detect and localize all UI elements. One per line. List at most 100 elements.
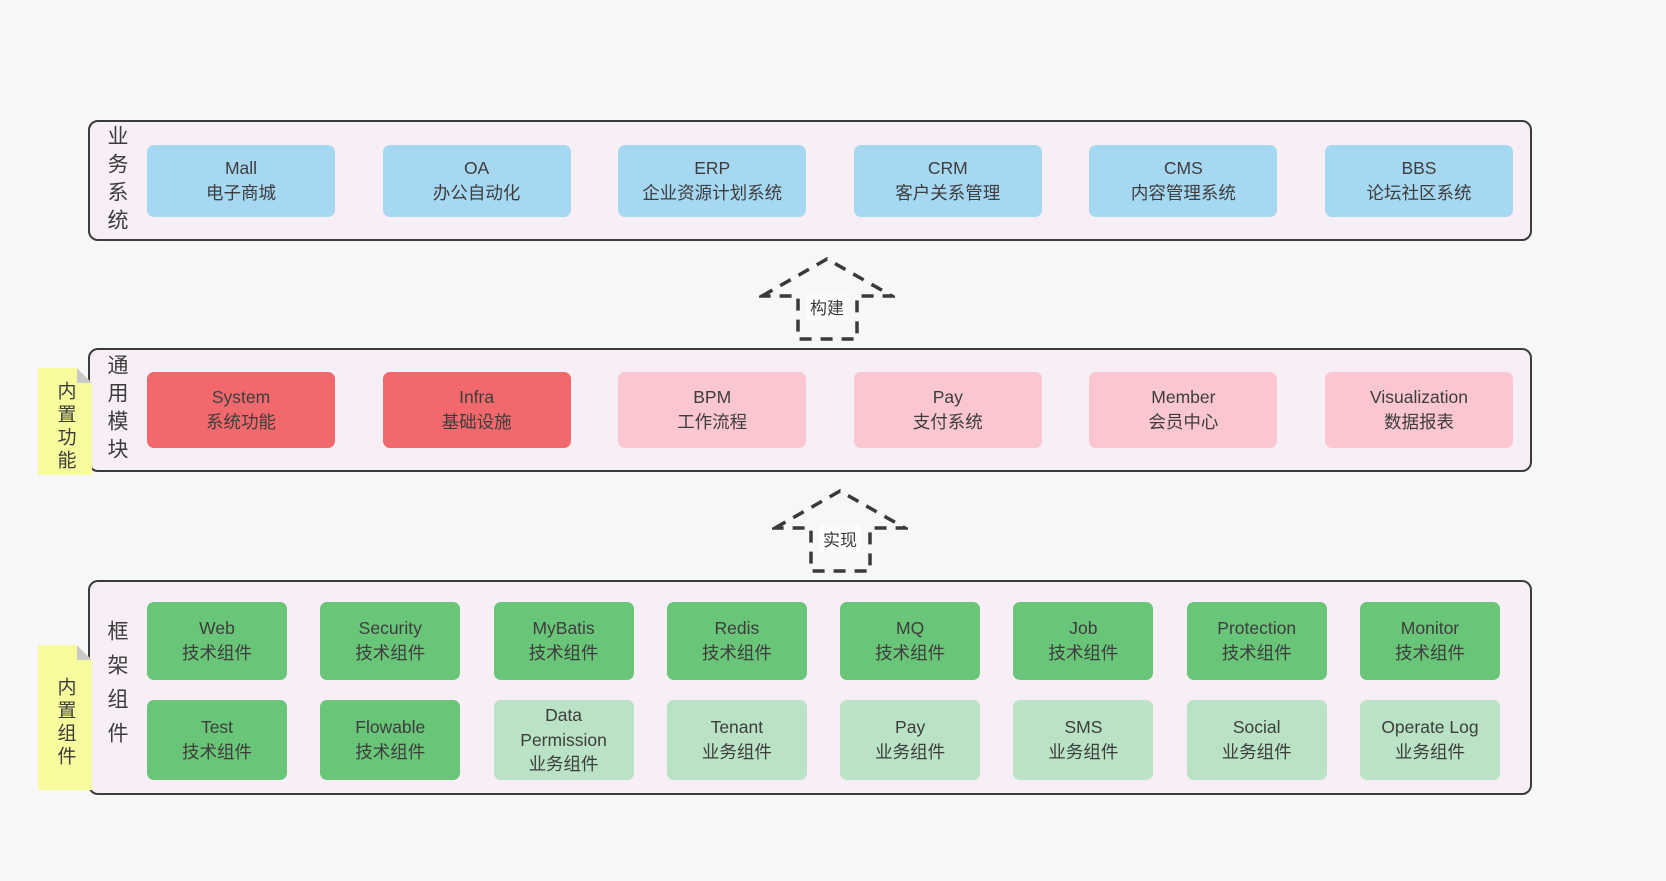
box-subtitle: 客户关系管理 <box>895 182 1001 203</box>
box-subtitle: 系统功能 <box>206 412 276 432</box>
box-subtitle: 工作流程 <box>677 412 748 432</box>
box-data-permission: Data Permission 业务组件 <box>493 700 634 780</box>
box-title: Visualization <box>1370 387 1468 408</box>
box-pay-module: Pay 支付系统 <box>853 372 1042 448</box>
box-subtitle: 内容管理系统 <box>1130 182 1236 203</box>
box-tenant: Tenant 业务组件 <box>666 700 807 780</box>
box-erp: ERP 企业资源计划系统 <box>618 144 807 217</box>
box-subtitle: 业务组件 <box>1048 742 1119 762</box>
box-title: Pay <box>932 387 963 408</box>
box-subtitle: 技术组件 <box>355 742 426 762</box>
box-title: MyBatis <box>532 618 595 639</box>
box-title: Social <box>1232 717 1281 738</box>
box-title: Pay <box>895 717 926 738</box>
box-title: ERP <box>694 157 731 178</box>
box-subtitle: 支付系统 <box>912 412 983 432</box>
box-mq: MQ 技术组件 <box>840 602 981 680</box>
box-social: Social 业务组件 <box>1186 700 1327 780</box>
box-subtitle: 业务组件 <box>1221 742 1292 762</box>
layer-business-systems: 业务系统 Mall 电子商城 OA 办公自动化 ERP 企业资源计划系统 CRM… <box>88 120 1532 241</box>
box-title: OA <box>463 157 490 178</box>
box-title: BPM <box>693 387 732 408</box>
dashed-up-arrow-icon <box>772 488 908 573</box>
box-title: CMS <box>1163 157 1203 178</box>
box-subtitle: 技术组件 <box>1394 643 1465 663</box>
box-subtitle: 数据报表 <box>1383 412 1454 432</box>
box-mall: Mall 电子商城 <box>147 144 335 217</box>
box-system: System 系统功能 <box>147 372 335 448</box>
box-security: Security 技术组件 <box>320 602 461 680</box>
framework-components-row-2: Test 技术组件 Flowable 技术组件 Data Permission … <box>147 700 1500 780</box>
box-title: Redis <box>714 618 760 639</box>
box-subtitle: 技术组件 <box>182 742 252 762</box>
business-systems-row: Mall 电子商城 OA 办公自动化 ERP 企业资源计划系统 CRM 客户关系… <box>147 144 1513 217</box>
common-modules-row: System 系统功能 Infra 基础设施 BPM 工作流程 Pay 支付系统… <box>147 372 1513 448</box>
box-title: Monitor <box>1400 618 1460 639</box>
box-subtitle: 论坛社区系统 <box>1366 182 1472 203</box>
box-title: System <box>211 387 271 408</box>
dashed-up-arrow-icon <box>759 256 895 341</box>
box-subtitle: 会员中心 <box>1148 412 1219 432</box>
box-subtitle: 业务组件 <box>528 754 599 775</box>
box-subtitle: 业务组件 <box>701 742 772 762</box>
box-member: Member 会员中心 <box>1089 372 1278 448</box>
box-web: Web 技术组件 <box>147 602 287 680</box>
box-subtitle: 技术组件 <box>701 643 772 663</box>
sticky-built-in-components: 内置组件 <box>38 645 92 790</box>
box-title: Flowable <box>355 717 426 738</box>
box-subtitle: 办公自动化 <box>432 182 521 203</box>
box-visualization: Visualization 数据报表 <box>1324 372 1513 448</box>
box-subtitle: 技术组件 <box>1048 643 1119 663</box>
box-sms: SMS 业务组件 <box>1013 700 1154 780</box>
layer-common-modules: 通用模块 System 系统功能 Infra 基础设施 BPM 工作流程 Pay… <box>88 348 1532 472</box>
box-title: Infra <box>459 387 495 408</box>
box-subtitle: 业务组件 <box>875 742 946 762</box>
box-pay-component: Pay 业务组件 <box>840 700 981 780</box>
box-title: SMS <box>1064 717 1103 738</box>
box-flowable: Flowable 技术组件 <box>320 700 461 780</box>
layer-common-modules-label: 通用模块 <box>105 354 128 466</box>
box-bbs: BBS 论坛社区系统 <box>1324 144 1513 217</box>
arrow-build-label: 构建 <box>806 293 848 320</box>
box-subtitle: 技术组件 <box>355 643 426 663</box>
box-title: Test <box>200 717 234 738</box>
box-subtitle: 技术组件 <box>875 643 946 663</box>
box-subtitle: 技术组件 <box>1221 643 1292 663</box>
box-subtitle: 基础设施 <box>441 412 512 432</box>
box-mybatis: MyBatis 技术组件 <box>493 602 634 680</box>
layer-business-systems-label: 业务系统 <box>105 124 128 237</box>
box-infra: Infra 基础设施 <box>382 372 571 448</box>
box-title: BBS <box>1401 157 1437 178</box>
box-subtitle: 技术组件 <box>182 643 252 663</box>
box-job: Job 技术组件 <box>1013 602 1154 680</box>
box-crm: CRM 客户关系管理 <box>853 144 1042 217</box>
up-arrow-build: 构建 <box>759 256 895 342</box>
box-title: Data Permission <box>520 704 607 750</box>
sticky-built-in-features-label: 内置功能 <box>54 380 76 473</box>
box-subtitle: 企业资源计划系统 <box>642 182 783 203</box>
box-title: Operate Log <box>1381 717 1479 738</box>
box-title: Protection <box>1217 618 1297 639</box>
layer-framework-components-label: 框架组件 <box>105 619 128 756</box>
box-title: Job <box>1069 618 1098 639</box>
box-title: Mall <box>224 157 258 178</box>
box-title: MQ <box>896 618 925 639</box>
box-redis: Redis 技术组件 <box>666 602 807 680</box>
layer-framework-components: 框架组件 Web 技术组件 Security 技术组件 MyBatis 技术组件… <box>88 580 1532 795</box>
box-title: Tenant <box>710 717 764 738</box>
box-operate-log: Operate Log 业务组件 <box>1359 700 1500 780</box>
box-test: Test 技术组件 <box>147 700 287 780</box>
sticky-built-in-components-label: 内置组件 <box>54 676 76 769</box>
box-cms: CMS 内容管理系统 <box>1089 144 1278 217</box>
box-subtitle: 电子商城 <box>206 182 276 203</box>
up-arrow-implement: 实现 <box>772 488 908 574</box>
box-title: CRM <box>927 157 968 178</box>
box-protection: Protection 技术组件 <box>1186 602 1327 680</box>
box-subtitle: 业务组件 <box>1394 742 1465 762</box>
box-subtitle: 技术组件 <box>528 643 599 663</box>
arrow-implement-label: 实现 <box>819 525 861 552</box>
box-title: Member <box>1151 387 1216 408</box>
framework-components-row-1: Web 技术组件 Security 技术组件 MyBatis 技术组件 Redi… <box>147 602 1500 680</box>
sticky-built-in-features: 内置功能 <box>38 368 92 475</box>
